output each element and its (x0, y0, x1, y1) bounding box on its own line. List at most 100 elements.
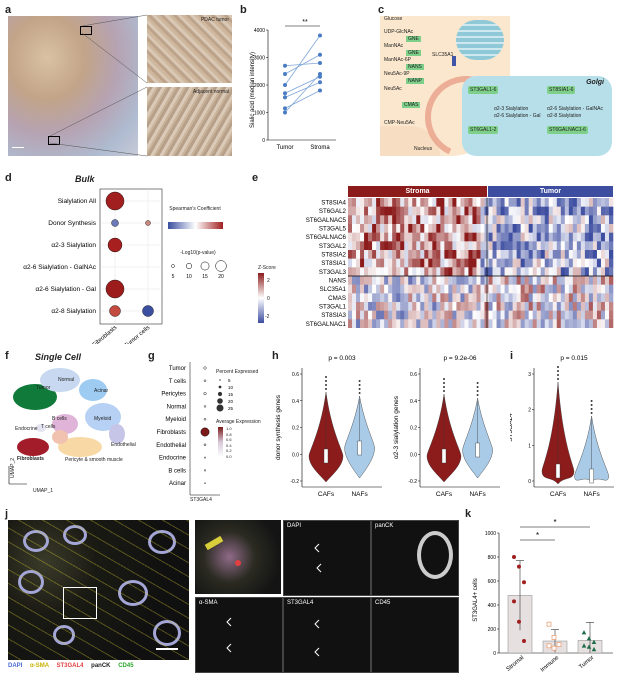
b-point-stroma-6 (318, 61, 322, 65)
b-point-stroma-3 (318, 74, 322, 79)
e-cell-3-46 (532, 224, 538, 233)
e-cell-7-31 (472, 258, 477, 268)
e-cell-5-39 (504, 241, 509, 251)
e-cell-7-7 (376, 258, 381, 268)
g-pct-label-0: 5 (228, 378, 231, 383)
d-col-label-0: Fibroblasts (92, 325, 118, 344)
e-cell-8-17 (416, 267, 421, 277)
e-cell-14-11 (392, 319, 397, 328)
e-cell-1-5 (368, 206, 373, 216)
e-cell-6-50 (548, 250, 554, 259)
d-row-label-4: α2-6 Sialylation - Gal (36, 286, 97, 293)
h0-title: p = 0.003 (328, 355, 356, 362)
e-cell-12-45 (528, 302, 533, 311)
e-cell-9-47 (536, 276, 542, 285)
e-cell-5-36 (492, 241, 497, 251)
d-legend-color-title: Spearman's Coefficient (169, 206, 221, 212)
e-cell-13-19 (424, 310, 429, 320)
i-outlier-1-1 (590, 408, 593, 410)
e-cell-4-32 (476, 232, 481, 242)
e-cell-13-28 (460, 310, 465, 320)
e-cell-2-37 (496, 215, 501, 225)
e-cell-2-64 (604, 215, 610, 225)
e-cell-12-31 (472, 302, 477, 311)
h0-ytick-label-1: 0.4 (292, 399, 299, 405)
e-cell-11-42 (516, 293, 521, 303)
e-cell-1-14 (404, 206, 409, 216)
e-cell-4-8 (380, 232, 385, 242)
e-cell-8-34 (484, 267, 489, 277)
e-cell-11-3 (360, 293, 365, 303)
e-cell-2-47 (536, 215, 542, 225)
e-cell-7-41 (512, 258, 517, 268)
e-cell-9-2 (356, 276, 361, 285)
e-cell-7-20 (428, 258, 433, 268)
e-cell-12-24 (444, 302, 449, 311)
e-cell-12-62 (596, 302, 602, 311)
e-cell-9-3 (360, 276, 365, 285)
e-cell-5-29 (464, 241, 469, 251)
e-cell-11-33 (480, 293, 485, 303)
e-cell-13-38 (500, 310, 505, 320)
e-cell-10-24 (444, 284, 449, 294)
e-cell-4-37 (496, 232, 501, 242)
e-cell-5-5 (368, 241, 373, 251)
e-gene-label-7: ST8SIA1 (321, 260, 346, 267)
e-cell-2-38 (500, 215, 505, 225)
e-cell-5-24 (444, 241, 449, 251)
e-gene-label-4: ST6GALNAC6 (306, 234, 347, 241)
e-cell-7-37 (496, 258, 501, 268)
e-cell-10-51 (552, 284, 558, 294)
e-cell-2-15 (408, 215, 413, 225)
e-cell-12-26 (452, 302, 457, 311)
e-cell-8-58 (580, 267, 586, 277)
h1-ytick-label-0: 0.6 (410, 372, 417, 378)
e-cell-14-58 (580, 319, 586, 328)
b-point-stroma-0 (318, 72, 322, 76)
e-cell-11-0 (348, 293, 353, 303)
e-cell-4-55 (568, 232, 574, 242)
enzyme-cmas: CMAS (402, 102, 421, 108)
e-cell-3-44 (524, 224, 529, 233)
e-cell-1-19 (424, 206, 429, 216)
e-cell-9-50 (548, 276, 554, 285)
e-cell-5-48 (540, 241, 546, 251)
e-cell-7-65 (608, 258, 614, 268)
e-cell-0-50 (548, 198, 554, 207)
e-cell-2-23 (440, 215, 445, 225)
b-point-stroma-4 (318, 33, 322, 38)
e-cell-6-7 (376, 250, 381, 259)
h0-outlier-0-1 (325, 384, 327, 386)
e-cell-4-49 (544, 232, 550, 242)
e-cell-10-46 (532, 284, 538, 294)
e-cell-1-34 (484, 206, 489, 216)
e-cell-14-4 (364, 319, 369, 328)
e-cell-14-48 (540, 319, 546, 328)
e-cell-13-40 (508, 310, 513, 320)
e-cell-7-19 (424, 258, 429, 268)
e-cell-1-55 (568, 206, 574, 216)
e-cell-2-34 (484, 215, 489, 225)
e-cell-8-53 (560, 267, 566, 277)
g-legend-pct-title: Percent Expressed (216, 369, 259, 375)
e-cell-3-5 (368, 224, 373, 233)
glucose-label: Glucose (384, 16, 403, 22)
j-gland-2 (63, 525, 87, 545)
e-cell-14-43 (520, 319, 525, 328)
e-cell-5-11 (392, 241, 397, 251)
e-cell-12-14 (404, 302, 409, 311)
e-cell-14-57 (576, 319, 582, 328)
e-cell-6-37 (496, 250, 501, 259)
g-dot-5 (200, 427, 210, 437)
e-cell-0-63 (600, 198, 606, 207)
e-cell-1-20 (428, 206, 433, 216)
e-cell-12-64 (604, 302, 610, 311)
b-point-stroma-2 (318, 80, 322, 85)
e-cell-13-60 (588, 310, 594, 320)
e-cell-1-56 (572, 206, 578, 216)
g-pct-circle-3 (217, 398, 223, 404)
d-dot-0 (105, 191, 125, 211)
e-cell-7-58 (580, 258, 586, 268)
e-cell-14-52 (556, 319, 562, 328)
e-cell-1-64 (604, 206, 610, 216)
